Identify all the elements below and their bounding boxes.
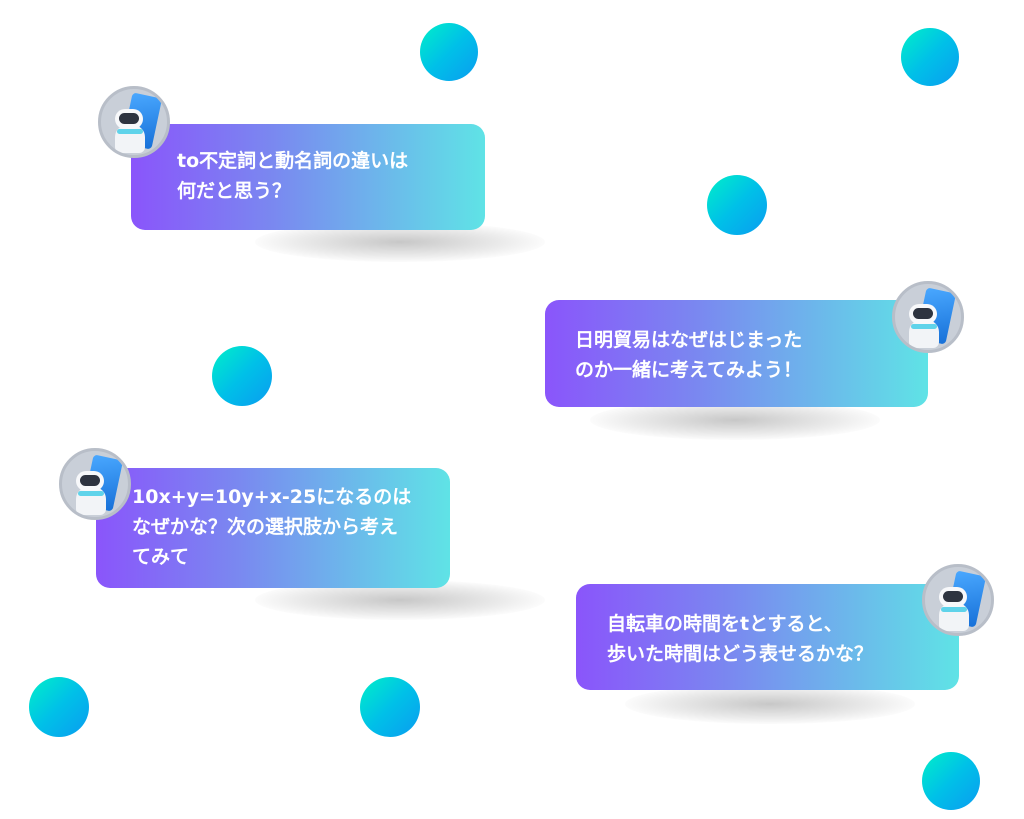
- decor-dot: [212, 346, 272, 406]
- message-line: 自転車の時間をtとすると、: [607, 613, 843, 635]
- robot-avatar: [59, 448, 131, 520]
- message-line: 何だと思う？: [177, 180, 292, 202]
- message-line: のか一緒に考えてみよう！: [575, 359, 803, 381]
- robot-avatar: [892, 281, 964, 353]
- message-line: 日明貿易はなぜはじまった: [575, 329, 803, 351]
- decor-dot: [29, 677, 89, 737]
- decor-dot: [922, 752, 980, 810]
- bubble-shadow: [625, 684, 915, 724]
- decor-dot: [420, 23, 478, 81]
- decor-dot: [707, 175, 767, 235]
- message-line: 歩いた時間はどう表せるかな？: [607, 643, 874, 665]
- robot-avatar: [922, 564, 994, 636]
- chat-bubble: 日明貿易はなぜはじまった のか一緒に考えてみよう！: [545, 300, 928, 407]
- chat-bubble: to不定詞と動名詞の違いは 何だと思う？: [131, 124, 485, 230]
- robot-avatar: [98, 86, 170, 158]
- chat-bubble: 10x+y=10y+x-25になるのは なぜかな？次の選択肢から考え てみて: [96, 468, 450, 588]
- message-line: 10x+y=10y+x-25になるのは: [132, 486, 412, 508]
- decor-dot: [360, 677, 420, 737]
- decor-dot: [901, 28, 959, 86]
- message-line: to不定詞と動名詞の違いは: [177, 150, 409, 172]
- message-line: なぜかな？次の選択肢から考え: [132, 516, 399, 538]
- chat-bubble: 自転車の時間をtとすると、 歩いた時間はどう表せるかな？: [576, 584, 959, 690]
- message-line: てみて: [132, 546, 190, 568]
